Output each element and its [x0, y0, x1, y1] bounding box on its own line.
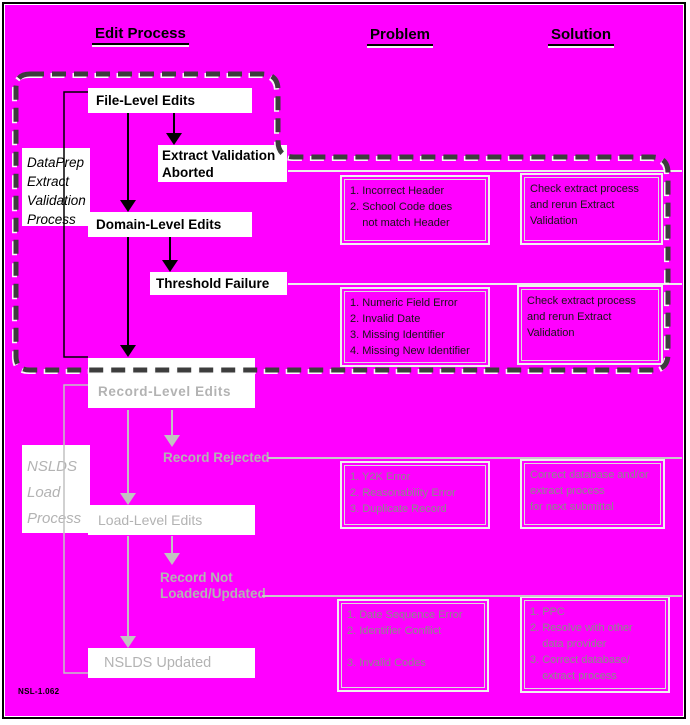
problem-item: 3. Duplicate Record — [350, 503, 447, 515]
solution-line: Validation — [527, 327, 575, 339]
problem-item: 1. Y2K Error — [350, 471, 411, 483]
column-header-problem: Problem — [367, 26, 434, 46]
problem-item: 4. Missing New Identifier — [350, 345, 470, 357]
problem-item: 3. Missing Identifier — [350, 329, 445, 341]
column-header-edit-process: Edit Process — [92, 25, 189, 45]
problem-item: 3. Invalid Codes — [347, 657, 426, 669]
extract-validation-aborted-box: Extract Validation Aborted — [158, 145, 287, 182]
label-line: Load — [27, 484, 61, 501]
problem-item — [347, 639, 479, 655]
problem-box-3: 1. Y2K Error 2. Reasonability Error 3. D… — [340, 461, 490, 529]
problem-box-4: 1. Date Sequence Error 2. Identifier Con… — [337, 599, 489, 692]
solution-line: 3. Correct database/ — [530, 654, 630, 666]
label-line: Process — [27, 212, 76, 227]
record-rejected-label: Record Rejected — [163, 450, 270, 465]
problem-box-2: 1. Numeric Field Error 2. Invalid Date 3… — [340, 287, 490, 367]
problem-item: 1. Incorrect Header — [350, 185, 445, 197]
column-header-solution: Solution — [548, 26, 614, 46]
domain-level-edits-box: Domain-Level Edits — [88, 212, 252, 237]
solution-line: 2. Resolve with other — [530, 622, 633, 634]
solution-line: for next submittal — [530, 501, 614, 513]
problem-box-1: 1. Incorrect Header 2. School Code does … — [340, 175, 490, 245]
problem-item: 2. Identifier Conflict — [347, 625, 442, 637]
solution-box-3: Correct database and/or extract process … — [520, 459, 665, 529]
label-line: Extract Validation — [162, 148, 276, 163]
label-line: Record Not — [160, 570, 233, 585]
solution-line: Check extract process — [530, 183, 639, 195]
solution-line: Validation — [530, 215, 578, 227]
label-line: Extract — [27, 174, 70, 189]
figure-code: NSL-1.062 — [18, 687, 60, 696]
record-not-loaded-label: Record Not Loaded/Updated — [160, 570, 266, 602]
problem-item: 1. Numeric Field Error — [350, 297, 458, 309]
label-line: DataPrep — [27, 155, 85, 170]
solution-line: extract process — [530, 485, 605, 497]
file-level-edits-box: File-Level Edits — [88, 88, 252, 113]
problem-item: 1. Date Sequence Error — [347, 609, 463, 621]
solution-line: extract process — [530, 670, 617, 682]
solution-line: Correct database and/or — [530, 469, 649, 481]
dataprep-process-label: DataPrep Extract Validation Process — [22, 148, 90, 227]
load-level-edits-box: Load-Level Edits — [88, 505, 255, 535]
label-line: Loaded/Updated — [160, 586, 266, 601]
nslds-updated-box: NSLDS Updated — [88, 648, 255, 678]
solution-box-2: Check extract process and rerun Extract … — [517, 285, 663, 365]
solution-line: data provider — [530, 638, 607, 650]
problem-item: 2. School Code does — [350, 201, 453, 213]
solution-line: 1. PPC — [530, 606, 565, 618]
solution-box-4: 1. PPC 2. Resolve with other data provid… — [520, 596, 670, 693]
solution-box-1: Check extract process and rerun Extract … — [520, 173, 663, 245]
nslds-load-process-label: NSLDS Load Process — [22, 445, 90, 533]
threshold-failure-box: Threshold Failure — [150, 272, 287, 295]
problem-item: 2. Invalid Date — [350, 313, 421, 325]
solution-line: and rerun Extract — [527, 311, 612, 323]
problem-item: 2. Reasonability Error — [350, 487, 456, 499]
label-line: Process — [27, 510, 82, 527]
label-line: Validation — [27, 193, 86, 208]
label-line: NSLDS — [27, 458, 78, 475]
solution-line: Check extract process — [527, 295, 636, 307]
problem-item: not match Header — [350, 217, 450, 229]
solution-line: and rerun Extract — [530, 199, 615, 211]
record-level-edits-box: Record-Level Edits — [88, 358, 255, 408]
label-line: Aborted — [162, 165, 214, 180]
